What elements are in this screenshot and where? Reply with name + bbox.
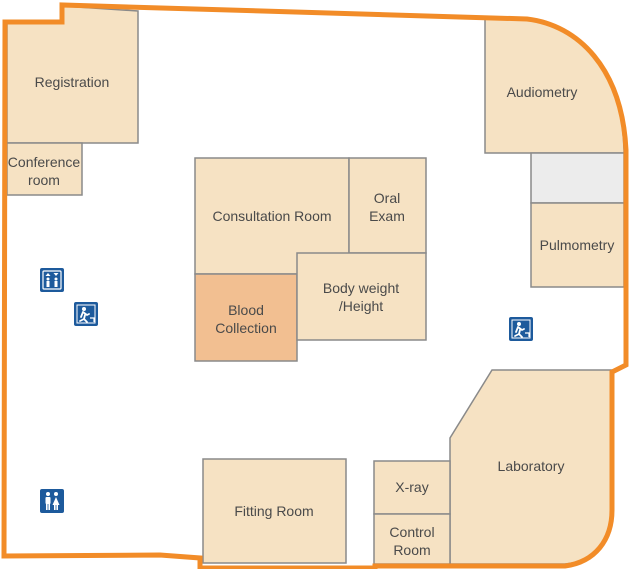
room-unlabeled [530,152,625,204]
room-blood-collection-label-line2: Collection [215,320,276,336]
room-xray[interactable]: X-ray [373,460,451,515]
room-registration-label: Registration [35,74,110,90]
room-body-weight-label-line2: /Height [339,298,383,314]
room-body-weight-label-line1: Body weight [323,280,399,296]
room-oral-exam[interactable]: Oral Exam [348,157,427,254]
room-consultation[interactable]: Consultation Room [194,157,350,275]
room-control-label-line1: Control [389,524,434,540]
room-body-weight-height[interactable]: Body weight /Height [296,252,427,341]
room-laboratory[interactable]: Laboratory [449,369,613,565]
room-laboratory-label: Laboratory [498,458,565,474]
room-pulmometry-label: Pulmometry [540,237,615,253]
room-conference-label-line2: room [28,172,60,188]
room-control[interactable]: Control Room [373,513,451,565]
room-fitting-label: Fitting Room [234,503,313,519]
elevator-icon [40,268,64,292]
room-blood-collection-label-line1: Blood [228,302,264,318]
room-xray-label: X-ray [395,479,428,495]
room-audiometry-label: Audiometry [507,84,578,100]
emergency-exit-icon [74,302,98,326]
restroom-icon [40,489,64,513]
room-audiometry[interactable]: Audiometry [484,18,625,154]
room-consultation-label: Consultation Room [212,208,331,224]
room-conference-label-line1: Conference [8,154,81,170]
room-oral-exam-label-line2: Exam [369,208,405,224]
room-blood-collection[interactable]: Blood Collection [194,273,298,362]
room-fitting[interactable]: Fitting Room [202,458,347,564]
emergency-exit-icon [509,317,533,341]
room-pulmometry[interactable]: Pulmometry [530,202,625,288]
room-conference[interactable]: Conference room [6,142,83,196]
room-control-label-line2: Room [393,542,430,558]
room-registration[interactable]: Registration [6,5,139,144]
room-oral-exam-label-line1: Oral [374,190,400,206]
